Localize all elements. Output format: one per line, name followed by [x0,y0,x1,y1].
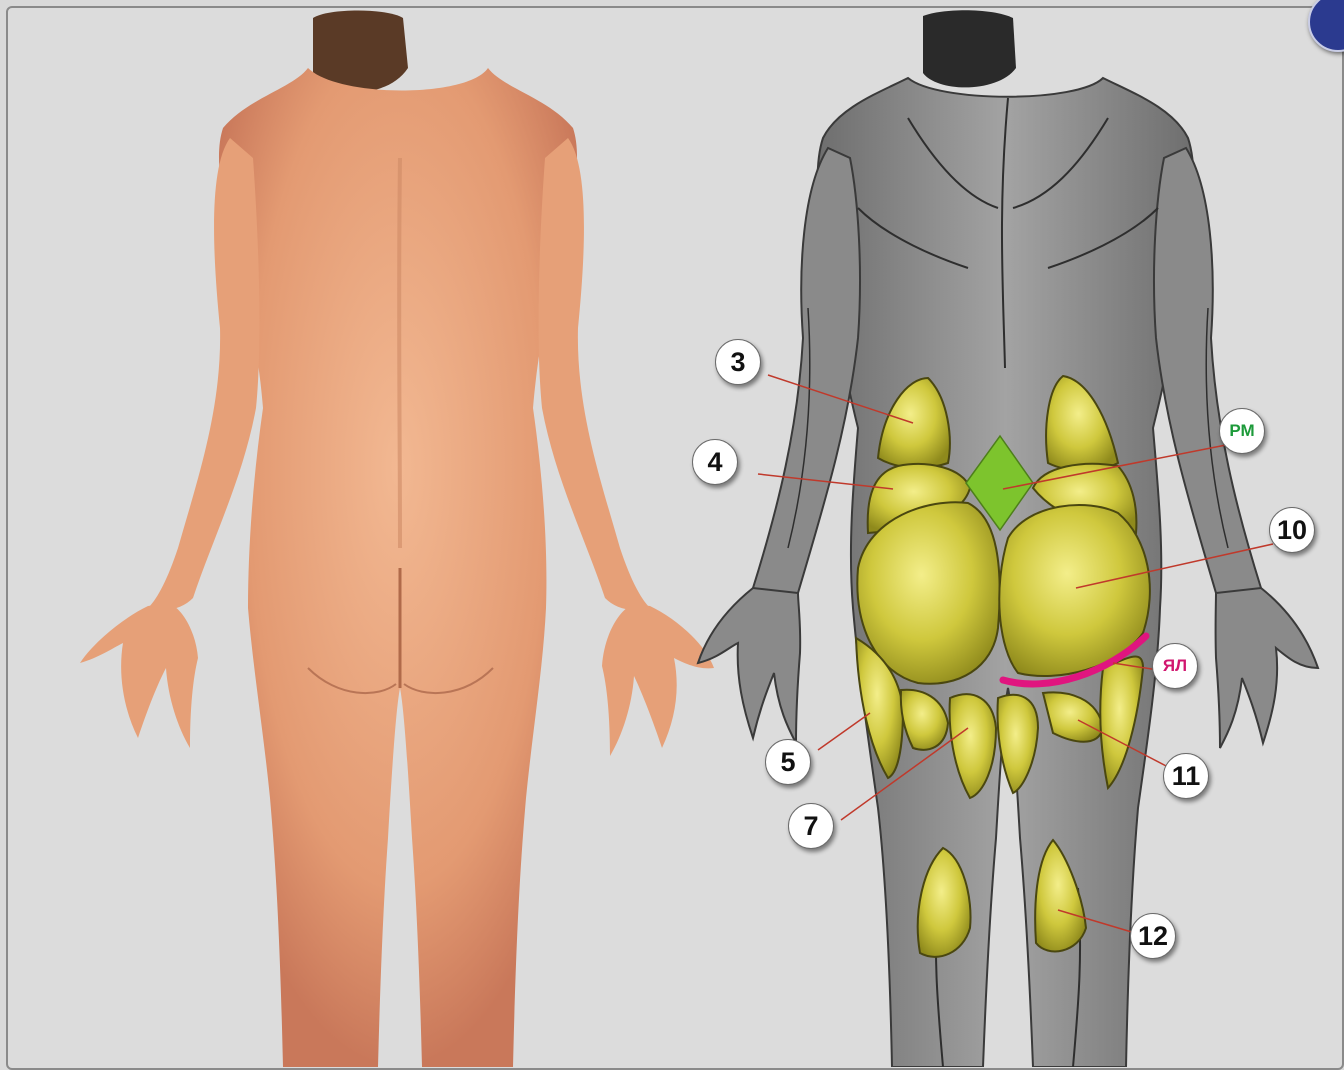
callout-11[interactable]: 11 [1163,753,1209,799]
callout-yal[interactable]: ЯЛ [1152,643,1198,689]
callout-3[interactable]: 3 [715,339,761,385]
callout-rm[interactable]: РМ [1219,408,1265,454]
diagram-frame: 3 4 5 7 10 11 12 РМ ЯЛ [6,6,1344,1070]
figures-svg [8,8,1344,1067]
anatomy-figure [698,10,1318,1067]
callout-12[interactable]: 12 [1130,913,1176,959]
callout-4[interactable]: 4 [692,439,738,485]
callout-10[interactable]: 10 [1269,507,1315,553]
photo-figure [80,11,714,1068]
callout-5[interactable]: 5 [765,739,811,785]
callout-7[interactable]: 7 [788,803,834,849]
